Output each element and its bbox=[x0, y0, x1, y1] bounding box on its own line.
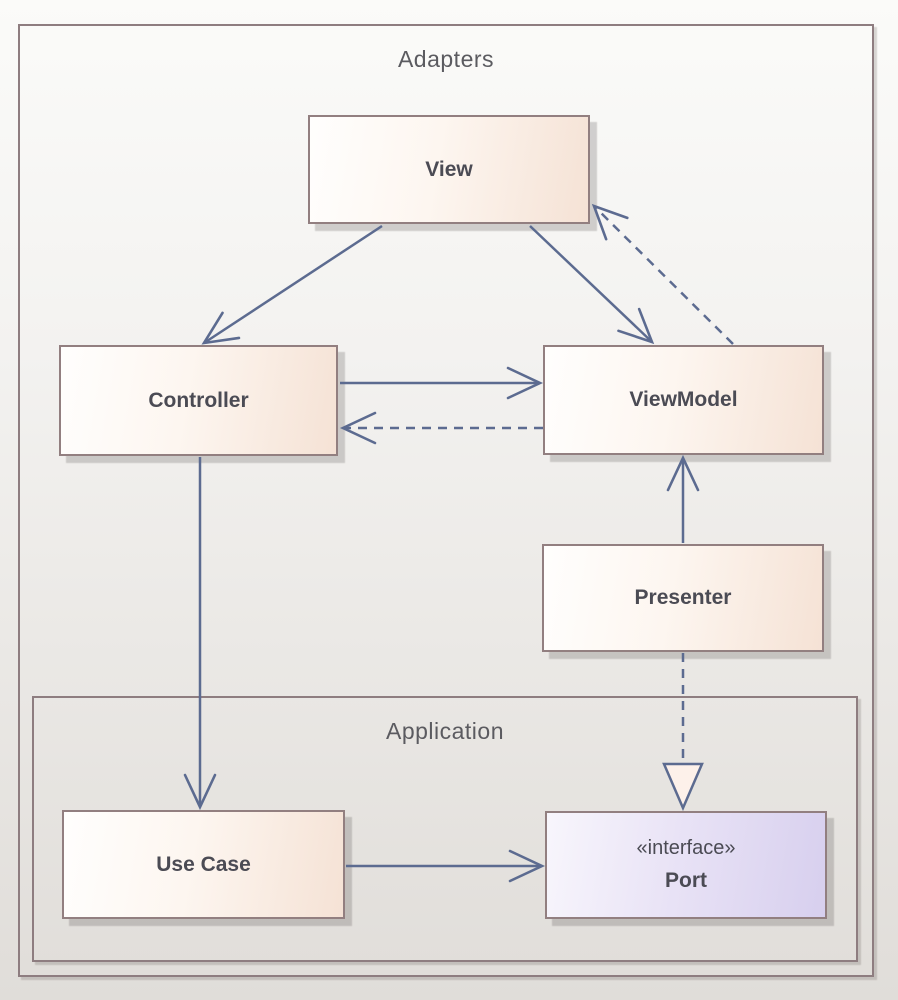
node-viewmodel: ViewModel bbox=[543, 345, 824, 455]
node-port-label: Port bbox=[665, 869, 707, 892]
frame-adapters-label: Adapters bbox=[397, 46, 495, 72]
node-use-case: Use Case bbox=[62, 810, 345, 919]
node-presenter: Presenter bbox=[542, 544, 824, 652]
node-view: View bbox=[308, 115, 590, 224]
node-viewmodel-label: ViewModel bbox=[629, 388, 738, 411]
node-port: «interface» Port bbox=[545, 811, 827, 919]
frame-adapters: Adapters bbox=[18, 24, 874, 977]
frame-application-label: Application bbox=[385, 718, 505, 744]
frame-application: Application bbox=[32, 696, 858, 962]
node-controller-label: Controller bbox=[148, 388, 249, 412]
node-view-label: View bbox=[425, 157, 473, 181]
node-port-stereotype: «interface» bbox=[636, 837, 736, 859]
node-controller: Controller bbox=[59, 345, 338, 456]
node-use-case-label: Use Case bbox=[156, 852, 251, 876]
node-presenter-label: Presenter bbox=[634, 586, 732, 609]
